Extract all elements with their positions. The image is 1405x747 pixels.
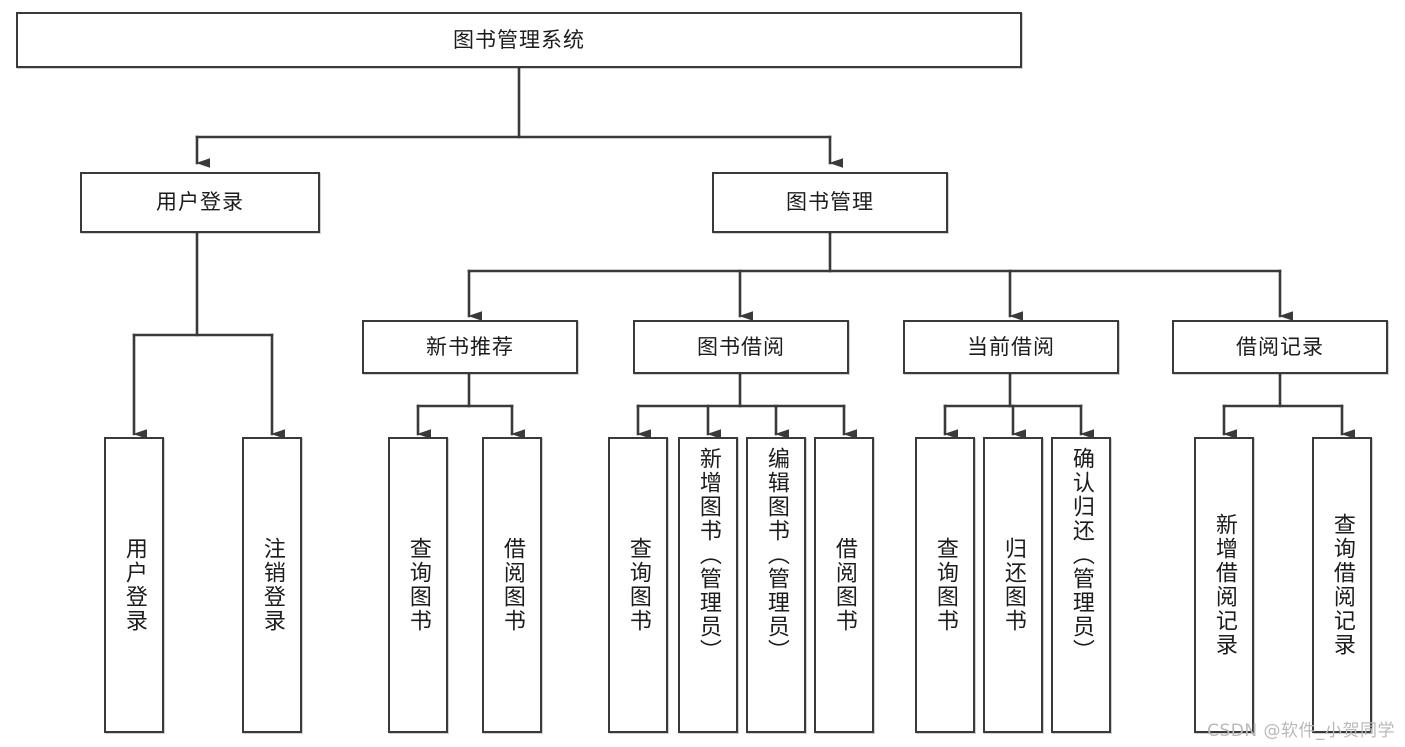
leaf-query-record[interactable]: 查询借阅记录	[1312, 437, 1372, 733]
leaf-user-login[interactable]: 用户登录	[104, 437, 164, 733]
node-borrow-record-label: 借阅记录	[1236, 334, 1324, 359]
leaf-add-record[interactable]: 新增借阅记录	[1194, 437, 1254, 733]
node-borrow-record[interactable]: 借阅记录	[1172, 320, 1388, 374]
leaf-return-book-label: 归还图书	[1000, 537, 1026, 633]
node-book-borrow[interactable]: 图书借阅	[633, 320, 849, 374]
node-book-manage-label: 图书管理	[786, 190, 874, 215]
leaf-add-record-label: 新增借阅记录	[1211, 513, 1237, 657]
node-new-book-recommend[interactable]: 新书推荐	[362, 320, 578, 374]
node-book-manage[interactable]: 图书管理	[712, 172, 948, 233]
leaf-query-book-2[interactable]: 查询图书	[608, 437, 668, 733]
leaf-add-book-label: 新增图书（管理员）	[695, 447, 721, 663]
leaf-query-book-3-label: 查询图书	[932, 537, 958, 633]
leaf-query-record-label: 查询借阅记录	[1329, 513, 1355, 657]
node-user-login[interactable]: 用户登录	[80, 172, 320, 233]
leaf-edit-book-label: 编辑图书（管理员）	[763, 447, 789, 663]
leaf-query-book-3[interactable]: 查询图书	[915, 437, 975, 733]
leaf-user-logout-label: 注销登录	[259, 537, 285, 633]
leaf-borrow-book-2[interactable]: 借阅图书	[814, 437, 874, 733]
node-root-label: 图书管理系统	[453, 27, 585, 52]
leaf-user-logout[interactable]: 注销登录	[242, 437, 302, 733]
node-current-borrow-label: 当前借阅	[967, 334, 1055, 359]
leaf-query-book-1-label: 查询图书	[405, 537, 431, 633]
leaf-confirm-return-label: 确认归还（管理员）	[1068, 447, 1094, 663]
leaf-borrow-book-2-label: 借阅图书	[831, 537, 857, 633]
node-current-borrow[interactable]: 当前借阅	[903, 320, 1119, 374]
node-root[interactable]: 图书管理系统	[16, 12, 1022, 68]
leaf-confirm-return[interactable]: 确认归还（管理员）	[1051, 437, 1111, 733]
leaf-query-book-1[interactable]: 查询图书	[388, 437, 448, 733]
leaf-user-login-label: 用户登录	[121, 537, 147, 633]
leaf-borrow-book-1[interactable]: 借阅图书	[482, 437, 542, 733]
leaf-borrow-book-1-label: 借阅图书	[499, 537, 525, 633]
node-user-login-label: 用户登录	[156, 190, 244, 215]
csdn-watermark: CSDN @软件_小贺同学	[1207, 721, 1395, 741]
node-new-book-recommend-label: 新书推荐	[426, 334, 514, 359]
leaf-add-book[interactable]: 新增图书（管理员）	[678, 437, 738, 733]
leaf-query-book-2-label: 查询图书	[625, 537, 651, 633]
node-book-borrow-label: 图书借阅	[697, 334, 785, 359]
leaf-return-book[interactable]: 归还图书	[983, 437, 1043, 733]
leaf-edit-book[interactable]: 编辑图书（管理员）	[746, 437, 806, 733]
